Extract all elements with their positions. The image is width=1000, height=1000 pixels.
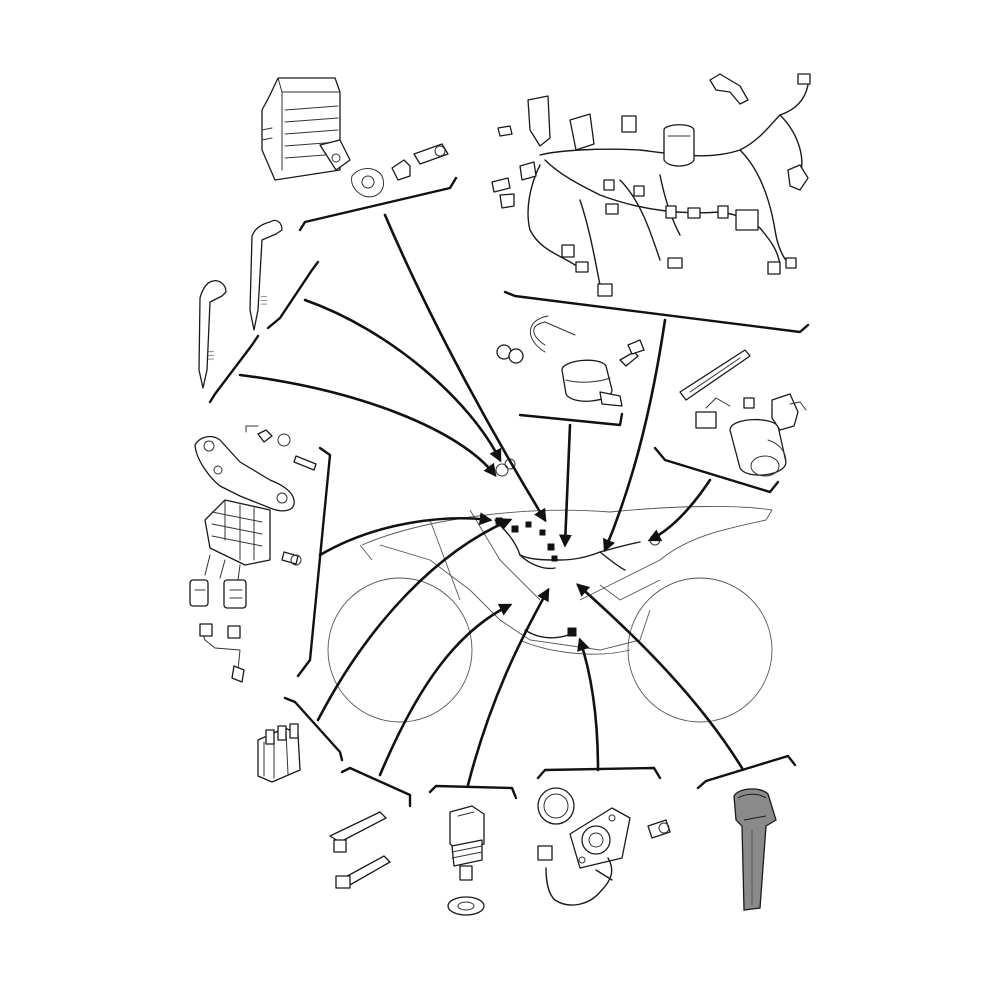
rectifier-regulator-icon [189,425,317,683]
ignition-coil-icon [496,315,645,407]
thermo-sensor-icon [447,805,485,916]
neutral-switch-icon [537,787,671,906]
spark-plug-cap-icon [733,788,777,911]
svg-text:|||: ||| [260,295,267,306]
coupler-icon [257,723,301,783]
group-brackets [208,176,810,808]
svg-text:|||: ||| [207,350,214,361]
motorcycle-outline [327,506,773,723]
installed-harness [494,458,661,639]
cable-band-icon: ||| ||| [198,219,283,389]
cdi-unit-icon [261,77,449,198]
leader-lines [238,213,744,787]
wire-harness-icon [491,73,811,297]
relay-icon [679,349,807,477]
band-clip-icon [329,811,391,889]
